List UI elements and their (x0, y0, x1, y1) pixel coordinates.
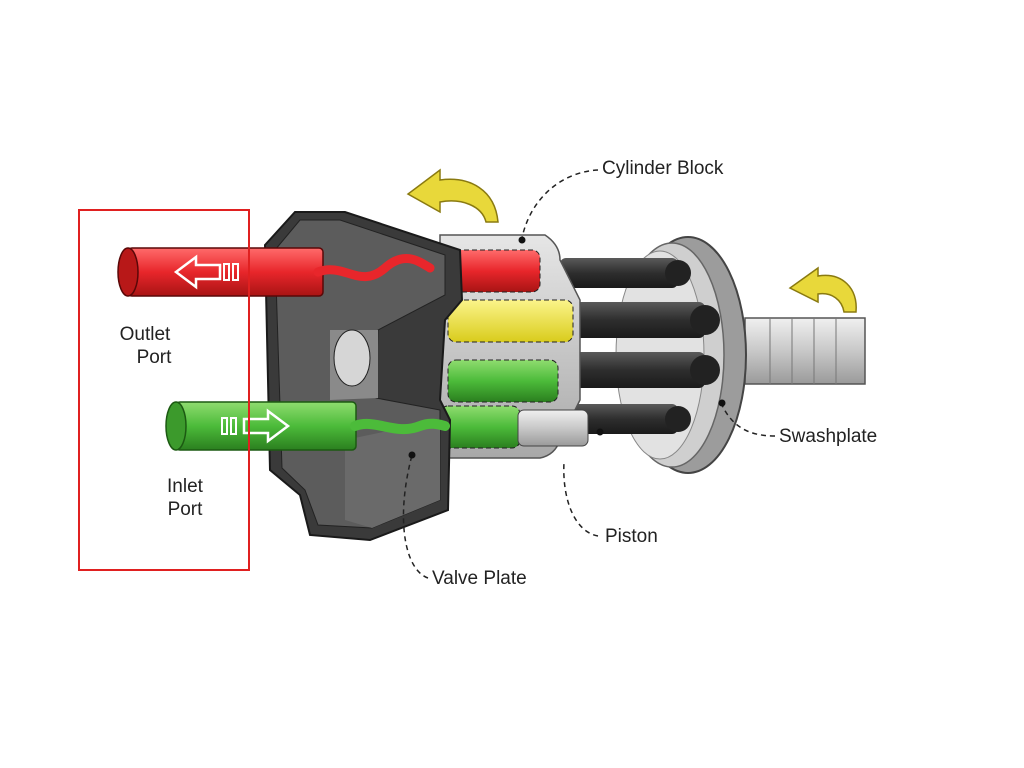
piston-rods (560, 258, 720, 434)
outlet-port-label-line1: Outlet (119, 324, 171, 345)
leader-lines (402, 169, 776, 579)
cylinder-block (439, 234, 589, 459)
inlet-port-label: Inlet Port (140, 475, 230, 521)
valve-plate-label: Valve Plate (432, 568, 527, 589)
inlet-port-label-line1: Inlet (167, 476, 203, 497)
port-highlight-box (78, 209, 250, 571)
arrow-left-icon (173, 254, 239, 290)
inlet-pipe (165, 401, 450, 451)
swashplate-label: Swashplate (779, 426, 878, 447)
outlet-pipe (117, 247, 435, 297)
outlet-port-label: Outlet Port (100, 323, 190, 369)
outlet-port-label-line2: Port (136, 347, 172, 368)
cylinder-block-label: Cylinder Block (602, 158, 724, 179)
arrow-right-icon (221, 408, 291, 444)
curved-arrow-icon (406, 168, 499, 223)
curved-arrow-icon (788, 266, 857, 313)
piston-label: Piston (605, 526, 658, 547)
inlet-port-label-line2: Port (167, 499, 203, 520)
leader-dots (408, 236, 726, 459)
drive-shaft (744, 317, 866, 385)
